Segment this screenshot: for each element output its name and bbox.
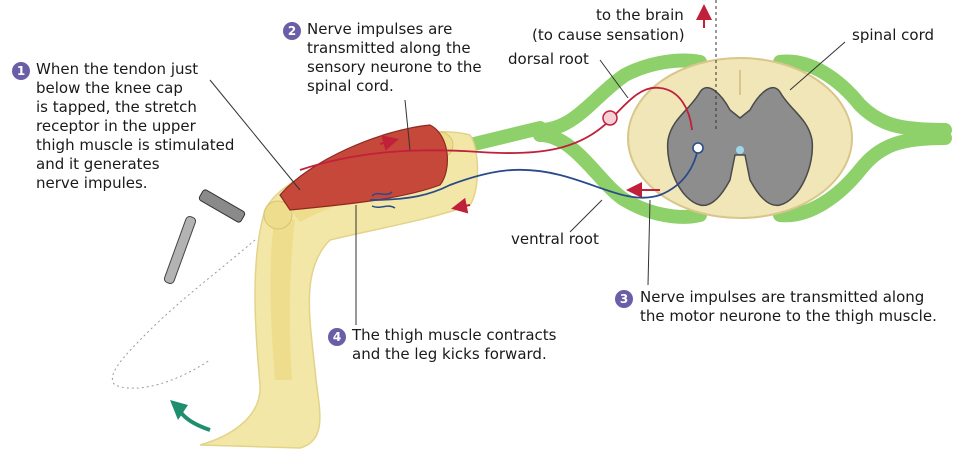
step-3-line: the motor neurone to the thigh muscle. [640, 307, 937, 325]
step-3-description: Nerve impulses are transmitted along the… [640, 288, 937, 326]
motor-neurone-cell-body [692, 142, 704, 154]
step-4-badge: 4 [328, 328, 346, 346]
sensory-neurone [299, 86, 693, 171]
to-brain-label-line: to the brain [596, 6, 684, 24]
step-2-line: spinal cord. [307, 77, 394, 95]
step-4-line: The thigh muscle contracts [352, 326, 557, 344]
leader-lines [209, 41, 846, 325]
step-1-badge: 1 [12, 62, 30, 80]
dorsal-root-label: dorsal root [508, 50, 589, 68]
step-1-line: receptor in the upper [36, 117, 196, 135]
step-1-line: is tapped, the stretch [36, 98, 197, 116]
leg [199, 124, 479, 449]
step-1-line: thigh muscle is stimulated [36, 136, 235, 154]
step-2-description: Nerve impulses are transmitted along the… [307, 20, 482, 96]
kick-arrow-head [170, 400, 188, 420]
to-brain-label: to the brain [596, 6, 684, 25]
step-3-line: Nerve impulses are transmitted along [640, 288, 925, 306]
reflex-hammer [163, 189, 246, 284]
step-2-line: transmitted along the [307, 39, 471, 57]
step-2-line: Nerve impulses are [307, 20, 453, 38]
motor-end-plates [371, 191, 396, 209]
dorsal-root-ganglion [602, 110, 618, 126]
kick-motion-outline [112, 239, 256, 389]
step-2-line: sensory neurone to the [307, 58, 482, 76]
step-4-line: and the leg kicks forward. [352, 345, 547, 363]
step-2-badge: 2 [283, 22, 301, 40]
step-1-line: nerve impules. [36, 174, 148, 192]
motor-neurone [369, 147, 699, 201]
step-1-line: and it generates [36, 155, 160, 173]
step-4-description: The thigh muscle contracts and the leg k… [352, 326, 556, 364]
step-1-line: below the knee cap [36, 79, 183, 97]
ventral-root-label: ventral root [511, 230, 599, 248]
to-brain-label-line: (to cause sensation) [532, 26, 685, 44]
step-1-description: When the tendon just below the knee cap … [36, 60, 234, 193]
spinal-nerve-roots [463, 53, 952, 224]
spinal-cord-label: spinal cord [852, 26, 934, 44]
step-1-line: When the tendon just [36, 60, 199, 78]
step-3-badge: 3 [615, 290, 633, 308]
to-brain-sublabel: (to cause sensation) [532, 26, 685, 45]
